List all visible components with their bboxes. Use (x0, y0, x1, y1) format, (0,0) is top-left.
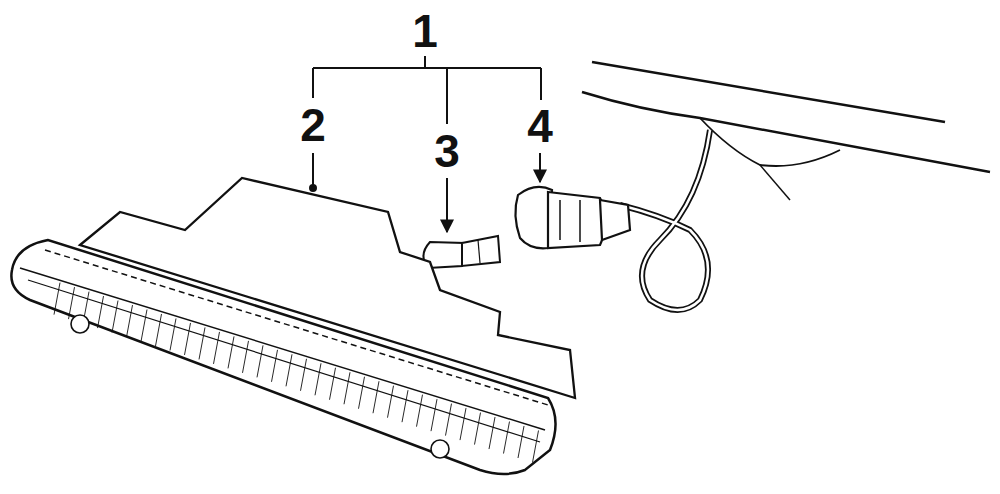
body-line (700, 118, 840, 166)
body-panel (582, 62, 990, 200)
wedge-bulb (423, 236, 500, 268)
callout-number: 4 (527, 103, 553, 149)
body-line (760, 165, 790, 200)
bulb-socket (515, 187, 630, 248)
body-line (592, 62, 945, 122)
callout-number: 3 (434, 128, 460, 174)
callout-number: 2 (300, 102, 326, 148)
wire (620, 130, 710, 310)
body-line (582, 92, 990, 172)
leader-bracket (310, 56, 541, 232)
lamp-lens (11, 240, 555, 474)
callout-number: 1 (412, 8, 438, 54)
